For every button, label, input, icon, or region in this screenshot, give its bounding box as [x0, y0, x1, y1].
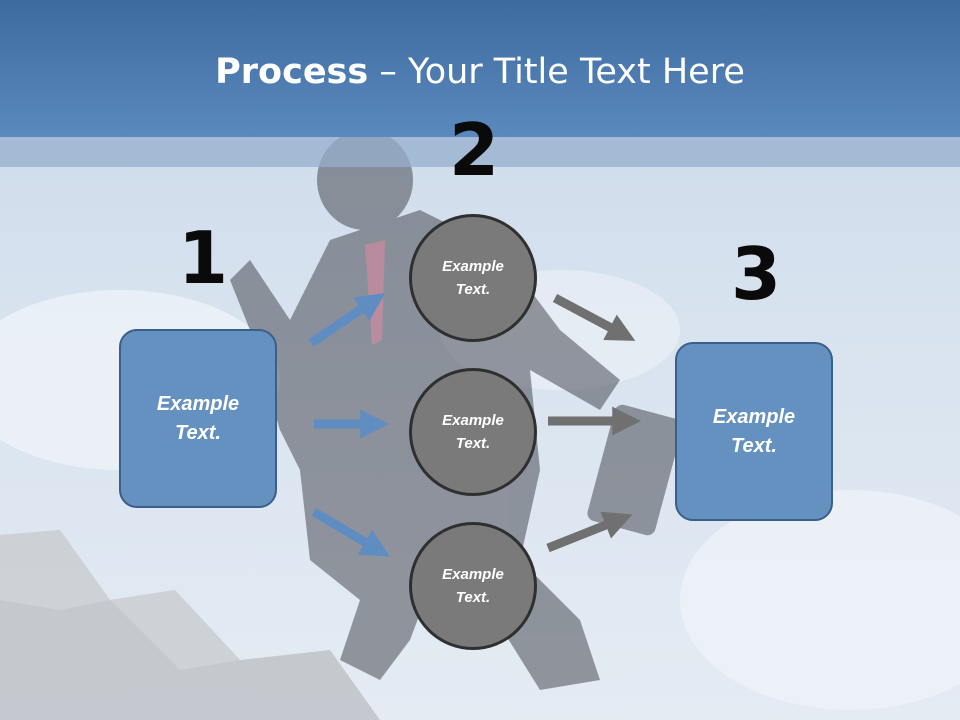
title-bold: Process [215, 52, 369, 92]
title-bar [0, 0, 960, 137]
step-1-box[interactable]: Example Text. [119, 329, 277, 508]
step-number-1: 1 [178, 216, 229, 300]
slide-title: Process – Your Title Text Here [0, 52, 960, 92]
step-2-circle-middle[interactable]: Example Text. [409, 368, 537, 496]
step-number-2: 2 [449, 108, 500, 192]
step-number-3: 3 [731, 232, 782, 316]
arrow-circle-bottom-to-box3 [546, 511, 633, 553]
arrow-circle-top-to-box3 [552, 294, 636, 341]
circle-top-text: Example Text. [442, 258, 504, 298]
step-2-circle-bottom[interactable]: Example Text. [409, 522, 537, 650]
arrow-box1-to-circle-top [308, 293, 386, 347]
circle-bottom-text: Example Text. [442, 566, 504, 606]
step-3-text: Example Text. [712, 405, 796, 457]
arrow-box1-to-circle-bottom [311, 508, 390, 557]
title-rest: – Your Title Text Here [368, 52, 745, 92]
step-2-circle-top[interactable]: Example Text. [409, 214, 537, 342]
step-1-text: Example Text. [156, 392, 240, 444]
title-bar-strip [0, 137, 960, 167]
circle-middle-text: Example Text. [442, 412, 504, 452]
step-3-box[interactable]: Example Text. [675, 342, 833, 521]
